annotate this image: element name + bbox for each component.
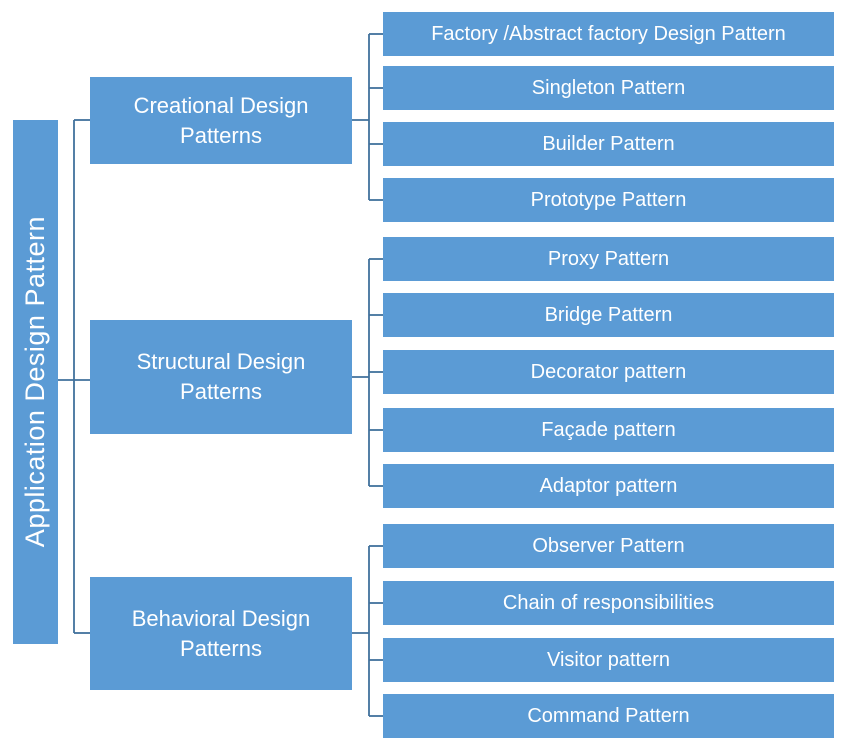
node-application-design-pattern: Application Design Pattern [13,120,58,644]
node-observer-pattern: Observer Pattern [383,524,834,568]
leaf-label: Proxy Pattern [547,247,670,270]
node-factory-abstract-factory: Factory /Abstract factory Design Pattern [383,12,834,56]
node-command-pattern: Command Pattern [383,694,834,738]
leaf-label: Façade pattern [541,418,676,441]
leaf-label: Visitor pattern [546,648,671,671]
leaf-label: Builder Pattern [542,132,675,155]
node-singleton-pattern: Singleton Pattern [383,66,834,110]
leaf-label: Prototype Pattern [530,188,687,211]
leaf-label: Adaptor pattern [539,474,678,497]
category-label: Creational Design Patterns [133,92,309,148]
root-label: Application Design Pattern [20,216,50,548]
node-chain-of-responsibilities: Chain of responsibilities [383,581,834,625]
leaf-label: Observer Pattern [532,534,685,557]
node-structural-design-patterns: Structural Design Patterns [90,320,352,434]
node-decorator-pattern: Decorator pattern [383,350,834,394]
node-creational-design-patterns: Creational Design Patterns [90,77,352,164]
leaf-label: Decorator pattern [530,360,687,383]
node-proxy-pattern: Proxy Pattern [383,237,834,281]
node-prototype-pattern: Prototype Pattern [383,178,834,222]
node-behavioral-design-patterns: Behavioral Design Patterns [90,577,352,690]
node-facade-pattern: Façade pattern [383,408,834,452]
node-adaptor-pattern: Adaptor pattern [383,464,834,508]
leaf-label: Bridge Pattern [544,303,673,326]
node-builder-pattern: Builder Pattern [383,122,834,166]
node-visitor-pattern: Visitor pattern [383,638,834,682]
category-label: Structural Design Patterns [136,349,306,404]
leaf-label: Command Pattern [527,704,690,727]
leaf-label: Factory /Abstract factory Design Pattern [431,22,786,45]
category-label: Behavioral Design Patterns [131,605,311,661]
node-bridge-pattern: Bridge Pattern [383,293,834,337]
leaf-label: Singleton Pattern [531,76,686,99]
leaf-label: Chain of responsibilities [502,591,715,614]
